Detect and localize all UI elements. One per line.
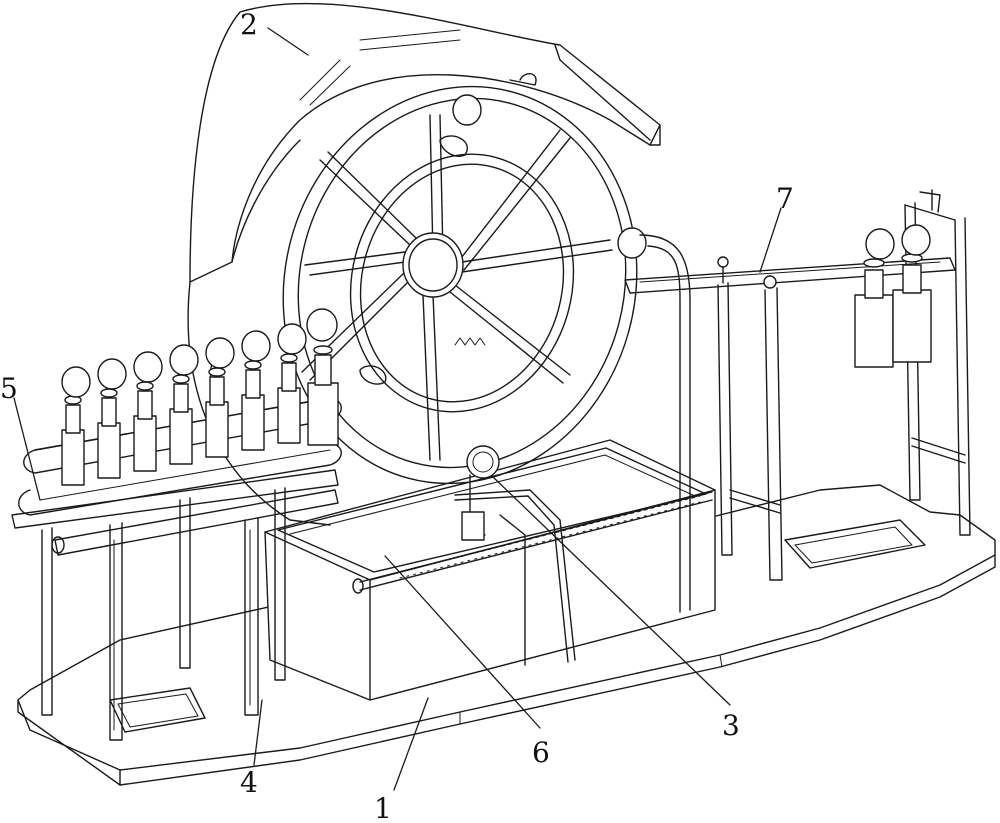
callout-6: 6	[532, 736, 550, 769]
callout-4: 4	[240, 766, 258, 799]
syringe-row	[61, 323, 339, 486]
callout-5: 5	[0, 372, 18, 405]
feed-pipe	[454, 234, 691, 666]
leader-lines	[13, 27, 782, 791]
leader-7	[759, 207, 782, 273]
leader-2	[267, 27, 309, 56]
wheel-spokes	[301, 114, 613, 461]
hanging-syringes	[854, 224, 932, 368]
leader-4	[253, 699, 263, 766]
callout-7: 7	[776, 182, 794, 215]
callouts: 2 7 5 3 6 4 1	[0, 8, 794, 823]
callout-3: 3	[722, 709, 740, 742]
leader-1	[393, 697, 429, 791]
leader-3	[491, 475, 731, 706]
callout-2: 2	[240, 8, 258, 41]
wheel-balls	[306, 94, 647, 479]
leader-6	[384, 555, 541, 729]
tank	[264, 439, 716, 701]
leader-5	[13, 397, 41, 501]
callout-1: 1	[374, 792, 392, 823]
wheel-hub	[402, 232, 486, 346]
drying-rack	[624, 189, 971, 581]
